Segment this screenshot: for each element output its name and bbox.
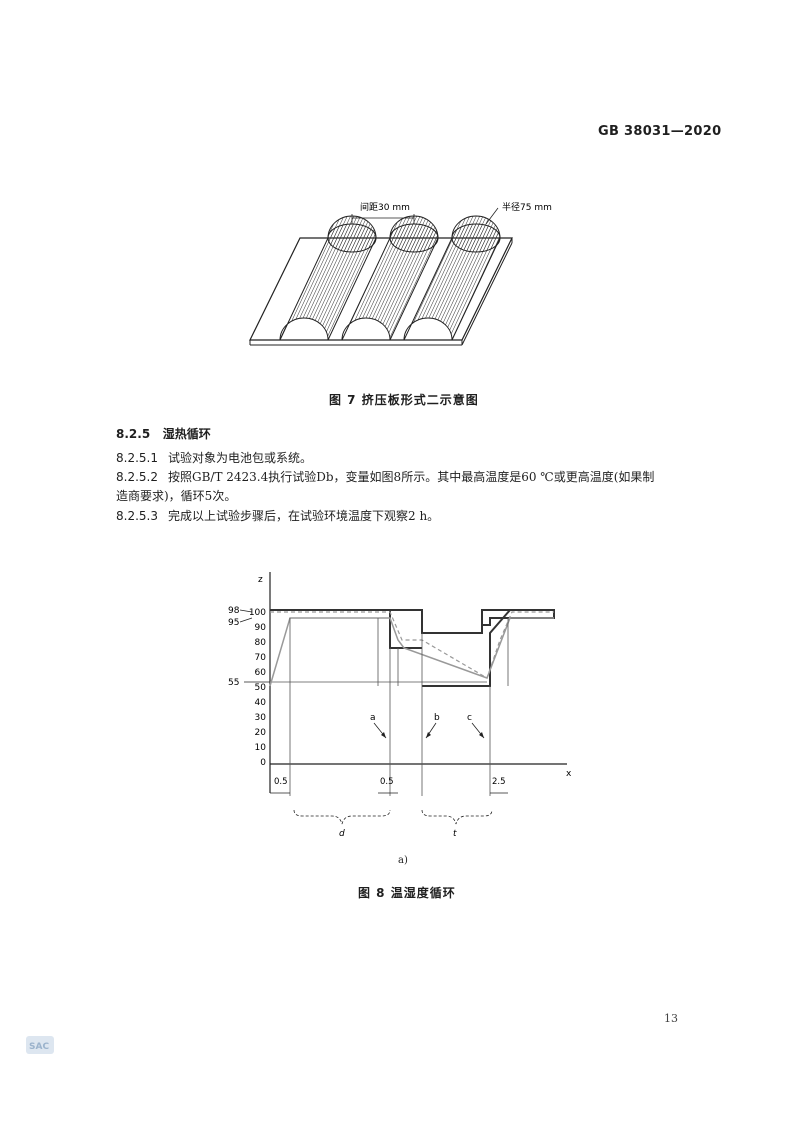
y-tick: 20 [255, 728, 267, 738]
item-text: 完成以上试验步骤后，在试验环境温度下观察2 h。 [168, 509, 440, 523]
y-tick: 10 [255, 743, 267, 753]
brace-2 [421, 809, 493, 825]
sac-logo-icon: SAC [26, 1036, 54, 1054]
y-tick: 60 [255, 668, 267, 678]
svg-text:SAC: SAC [29, 1042, 49, 1052]
y-tick: 50 [255, 683, 267, 693]
page-number: 13 [664, 1012, 678, 1025]
section-number: 8.2.5 [116, 427, 151, 441]
humidity-curve [270, 609, 555, 634]
temperature-curve [269, 617, 554, 687]
y-tick: 80 [255, 638, 267, 648]
item-number: 8.2.5.1 [116, 451, 158, 465]
y-tick: 0 [260, 758, 266, 768]
side-mark: 98 [228, 606, 240, 616]
item-1: 8.2.5.1 试验对象为电池包或系统。 [116, 449, 312, 468]
figure8-sublabel: a) [398, 855, 408, 866]
item-number: 8.2.5.2 [116, 470, 158, 484]
annotation-a: a [370, 713, 376, 723]
side-marks: 98 95 55 [228, 606, 240, 688]
figure8-temperature-humidity-cycle: z x 100 90 80 70 60 50 40 30 20 10 0 98 … [228, 572, 572, 839]
brace-label: d [339, 829, 345, 839]
y-tick: 40 [255, 698, 267, 708]
figure8-caption: 图 8 温湿度循环 [358, 886, 456, 900]
annotation-c: c [467, 713, 472, 723]
cylinder-1 [279, 215, 377, 341]
cylinder-3 [403, 215, 501, 341]
x-mark: 2.5 [492, 777, 506, 787]
temperature-dashed [270, 611, 554, 679]
brace-label: t [453, 829, 457, 839]
brace-1 [293, 809, 391, 825]
label-spacing: 间距30 mm [360, 201, 410, 213]
y-ticks: 100 90 80 70 60 50 40 30 20 10 0 [249, 608, 266, 768]
item-text: 按照GB/T 2423.4执行试验Db，变量如图8所示。其中最高温度是60 ℃或… [168, 470, 655, 484]
y-tick: 30 [255, 713, 267, 723]
annotation-b: b [434, 713, 440, 723]
side-mark: 55 [228, 678, 239, 688]
y-tick: 90 [255, 623, 267, 633]
section-title: 湿热循环 [162, 427, 211, 441]
x-mark: 0.5 [380, 777, 394, 787]
y-tick: 70 [255, 653, 267, 663]
item-text: 试验对象为电池包或系统。 [168, 451, 313, 465]
cylinder-2 [341, 215, 439, 341]
label-radius: 半径75 mm [502, 201, 552, 213]
x-axis-label: x [566, 769, 572, 779]
figure7-squeeze-plate-diagram: 间距30 mm 半径75 mm [249, 201, 552, 346]
x-marks: 0.5 0.5 2.5 [274, 777, 506, 787]
item-2: 8.2.5.2 按照GB/T 2423.4执行试验Db，变量如图8所示。其中最高温… [116, 468, 654, 487]
y-tick: 100 [249, 608, 266, 618]
y-axis-label: z [258, 575, 263, 585]
annotations: a b c [370, 713, 472, 723]
item-3: 8.2.5.3 完成以上试验步骤后，在试验环境温度下观察2 h。 [116, 507, 439, 526]
figure7-caption: 图 7 挤压板形式二示意图 [329, 393, 479, 407]
item-2-continuation: 造商要求)，循环5次。 [116, 489, 237, 503]
x-mark: 0.5 [274, 777, 288, 787]
standard-code: GB 38031—2020 [598, 124, 722, 139]
item-number: 8.2.5.3 [116, 509, 158, 523]
section-heading: 8.2.5 湿热循环 [116, 425, 211, 442]
side-mark: 95 [228, 618, 239, 628]
